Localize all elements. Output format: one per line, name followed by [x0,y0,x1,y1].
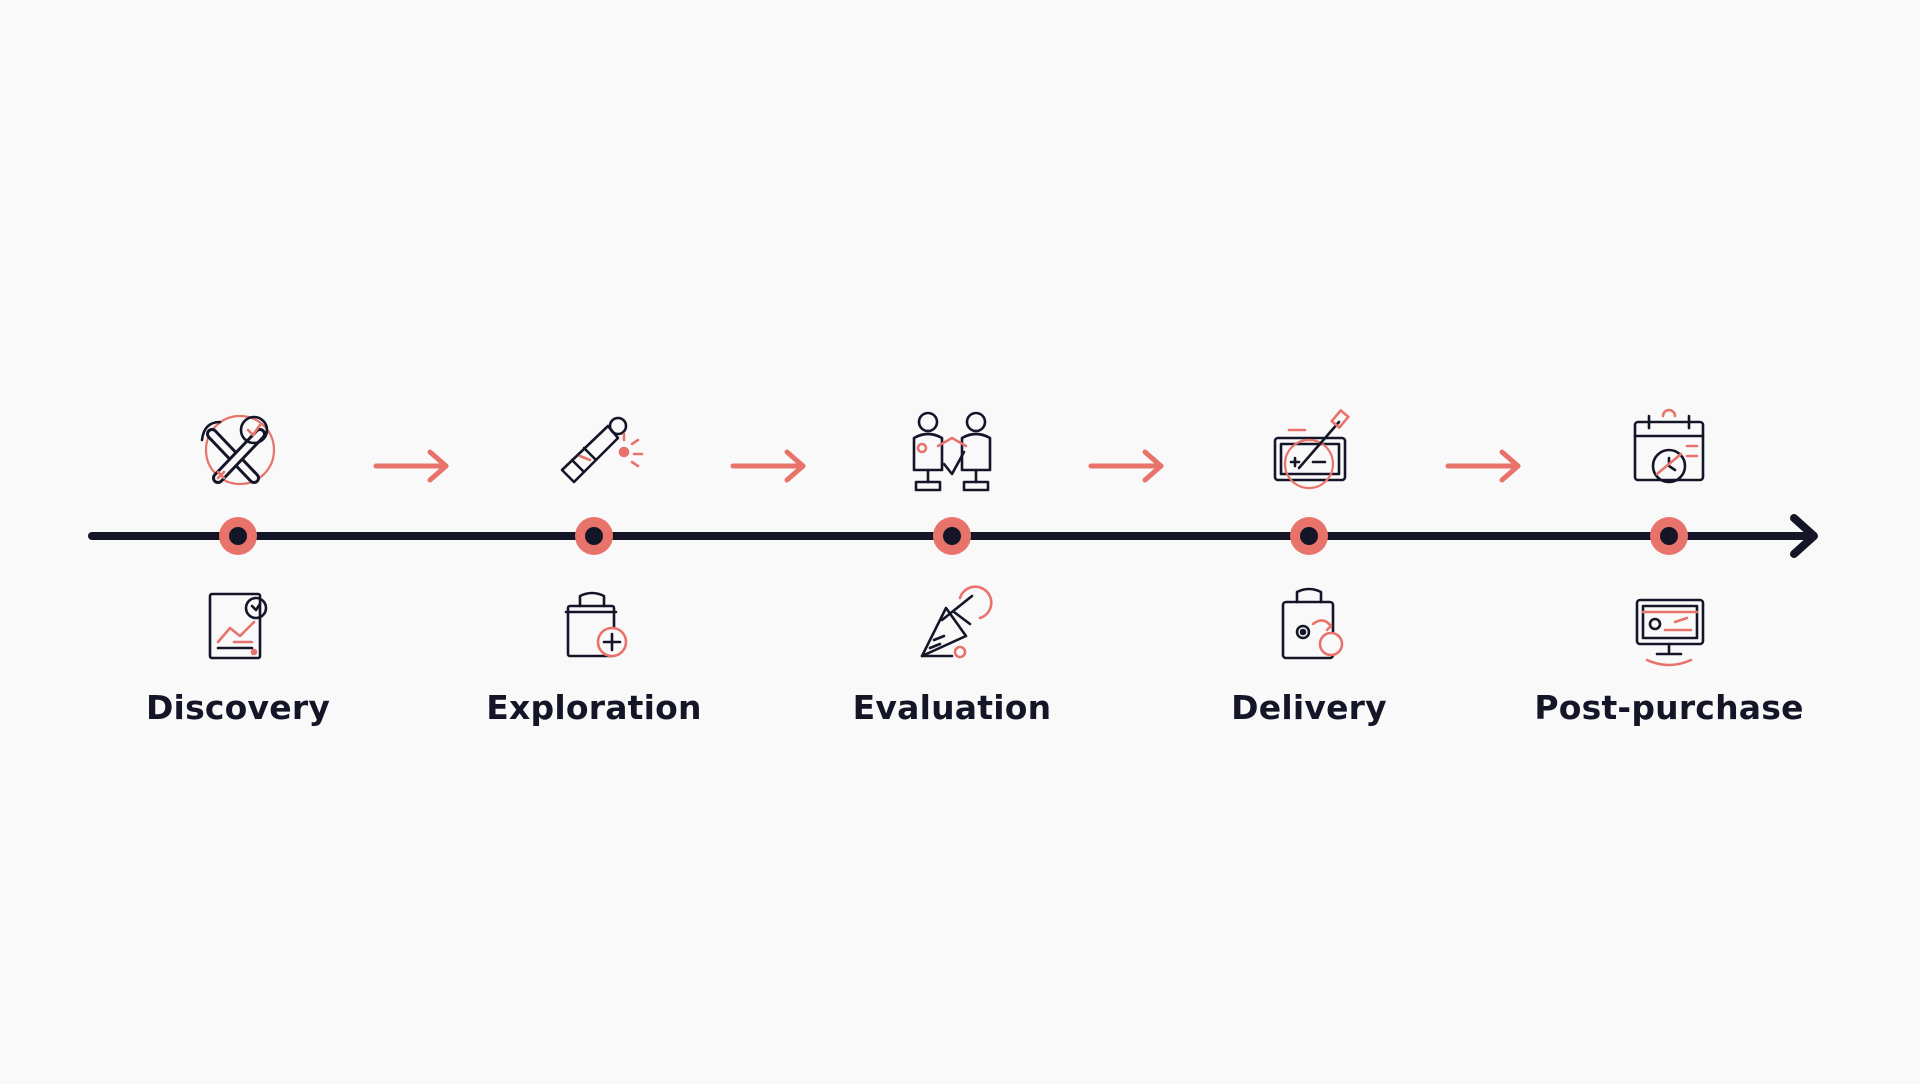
calendar-timer-icon [1633,408,1705,484]
stage-label-discovery: Discovery [145,688,331,727]
step-arrow [1445,449,1521,483]
milestone-node [219,517,257,555]
monitor-feedback-icon [1635,598,1705,667]
step-arrow [730,449,806,483]
telescope-icon [560,416,644,484]
stage-label-delivery: Delivery [1231,688,1387,727]
stage-label-post-purchase: Post-purchase [1534,688,1804,727]
tools-icon [200,414,276,486]
add-to-bag-icon [564,591,628,658]
milestone-node [1650,517,1688,555]
step-arrow [373,449,449,483]
report-chart-icon [208,592,268,660]
milestone-node [933,517,971,555]
stage-label-evaluation: Evaluation [852,688,1052,727]
shopping-bag-icon [1281,587,1344,660]
comparison-icon [912,411,992,492]
pointer-check-icon [920,585,993,659]
milestone-node [575,517,613,555]
milestone-node [1290,517,1328,555]
stage-label-exploration: Exploration [486,688,702,727]
timeline-arrowhead [1790,514,1818,558]
package-ship-icon [1273,409,1350,490]
step-arrow [1088,449,1164,483]
